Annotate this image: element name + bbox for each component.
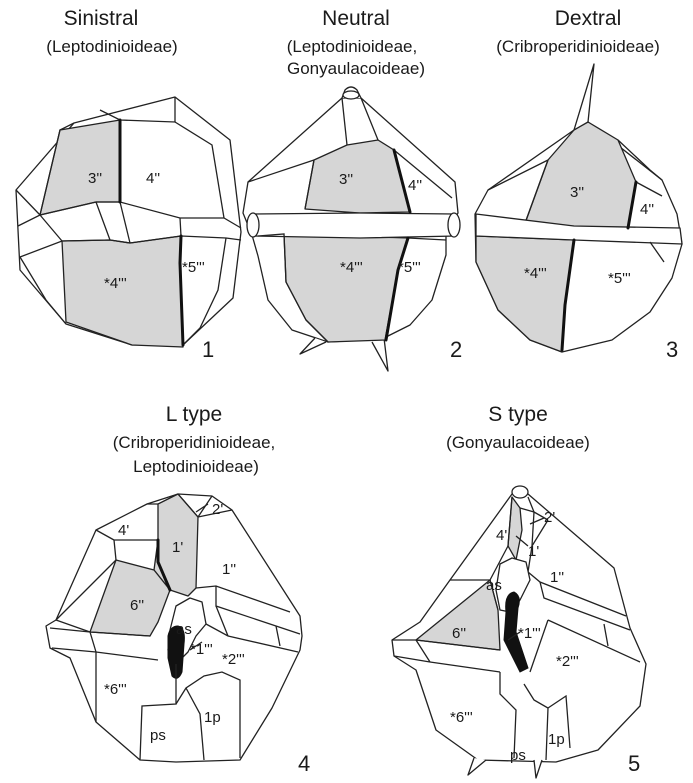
panel2-label-4ppp: *4''' <box>340 259 363 276</box>
panel3-label-5ppp: *5''' <box>608 270 631 287</box>
panel1-sinistral-cyst: 3'' 4'' *4''' *5''' <box>16 97 241 347</box>
panel5-antapical-horn-left <box>468 758 486 775</box>
panel3-apical-horn <box>574 64 594 130</box>
panel2-antapical-horn-right <box>372 338 388 371</box>
panel5-antapical-horn-right <box>534 760 542 778</box>
panel4-label-2p: 2' <box>212 501 223 518</box>
panel1-plate-3pp <box>40 120 120 215</box>
panel4-label-1ppp: *1''' <box>190 641 213 658</box>
panel2-horn-tip <box>343 91 359 99</box>
panel5-label-ps: ps <box>510 747 526 764</box>
panel2-cingulum-end-right <box>448 213 460 237</box>
panel5-label-as: as <box>486 577 502 594</box>
panel5-label-4p: 4' <box>496 527 507 544</box>
panel3-dextral-cyst: 3'' 4'' *4''' *5''' <box>475 64 682 352</box>
panel5-label-2ppp: *2''' <box>556 653 579 670</box>
panel2-label-4pp: 4'' <box>408 177 422 194</box>
panel5-label-1p: 1' <box>528 543 539 560</box>
panel4-label-2ppp: *2''' <box>222 651 245 668</box>
panel4-l-type-cyst: 2' 4' 1' 1'' 6'' as *1''' *2''' *6''' ps… <box>46 494 302 762</box>
panel3-plate-4ppp <box>476 236 574 352</box>
panel5-label-6ppp: *6''' <box>450 709 473 726</box>
panel2-cingulum-end-left <box>247 213 259 237</box>
panel5-label-1ppp: *1''' <box>518 625 541 642</box>
panel4-label-6ppp: *6''' <box>104 681 127 698</box>
panel5-horn-tip <box>512 486 528 498</box>
panel4-label-as: as <box>176 621 192 638</box>
panel4-label-1pp: 1'' <box>222 561 236 578</box>
panel5-label-1p-post: 1p <box>548 731 565 748</box>
panel2-neutral-cyst: 3'' 4'' *4''' *5''' <box>243 87 460 371</box>
panel2-label-5ppp: *5''' <box>398 259 421 276</box>
panel5-label-1pp: 1'' <box>550 569 564 586</box>
panel5-label-6pp: 6'' <box>452 625 466 642</box>
panel1-label-3pp: 3'' <box>88 170 102 187</box>
panel5-label-2p: 2' <box>544 509 555 526</box>
panel4-label-6pp: 6'' <box>130 597 144 614</box>
panel4-label-1p-post: 1p <box>204 709 221 726</box>
panel5-s-type-cyst: 2' 4' 1' 1'' as 6'' *1''' *2''' *6''' ps… <box>392 486 646 778</box>
panel1-label-5ppp: *5''' <box>182 259 205 276</box>
panel1-label-4ppp: *4''' <box>104 275 127 292</box>
panel4-label-ps: ps <box>150 727 166 744</box>
panel2-label-3pp: 3'' <box>339 171 353 188</box>
panel3-label-3pp: 3'' <box>570 184 584 201</box>
panel4-label-1p: 1' <box>172 539 183 556</box>
panel3-label-4ppp: *4''' <box>524 265 547 282</box>
panel3-label-4pp: 4'' <box>640 201 654 218</box>
panel4-label-4p: 4' <box>118 522 129 539</box>
panel1-label-4pp: 4'' <box>146 170 160 187</box>
